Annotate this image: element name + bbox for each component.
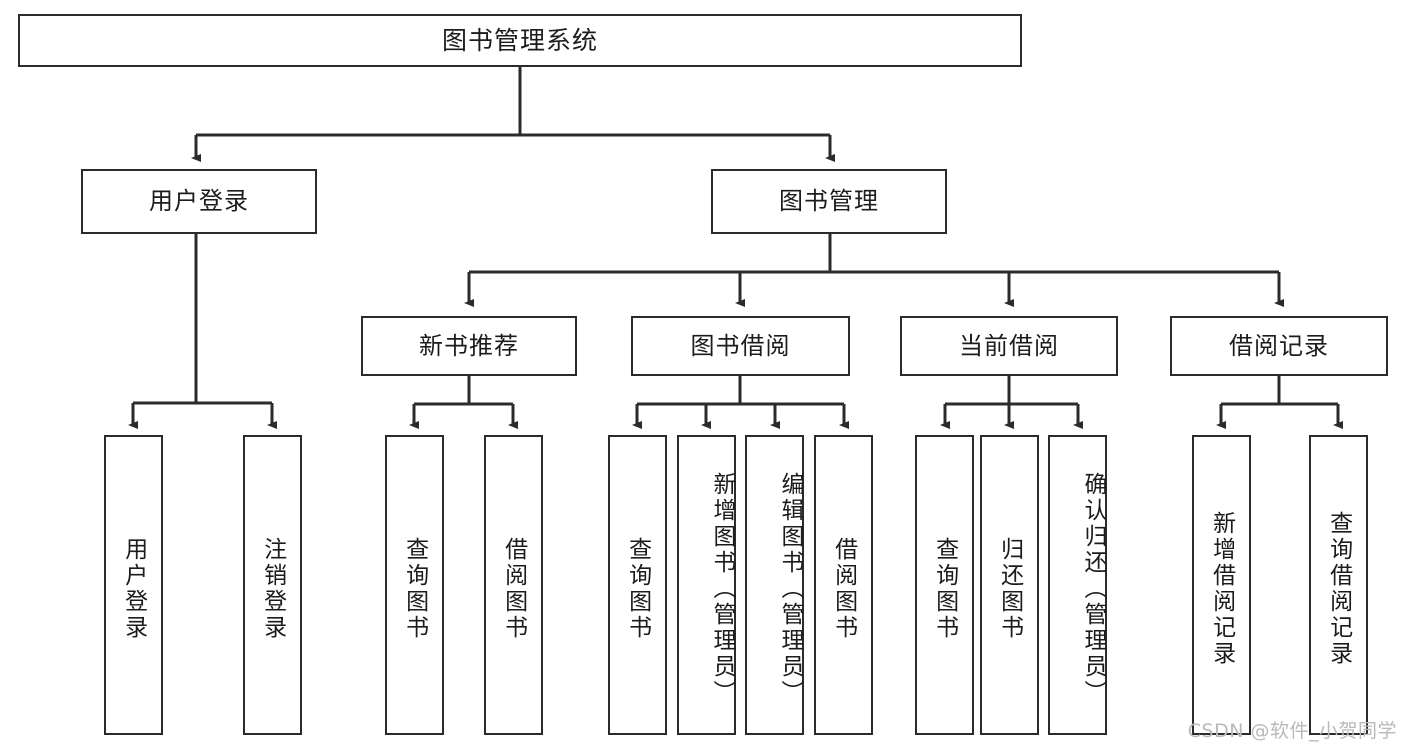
node-current-borrow[interactable]: 当前借阅	[900, 316, 1118, 376]
leaf-borrow-record-query-record[interactable]: 查询借阅记录	[1309, 435, 1368, 735]
node-label: 查询图书	[931, 537, 958, 641]
node-label: 借阅记录	[1229, 331, 1329, 360]
node-label: 当前借阅	[959, 331, 1059, 360]
node-label: 图书借阅	[690, 331, 791, 360]
node-label: 查询图书	[624, 537, 651, 641]
leaf-current-borrow-confirm-return-admin[interactable]: 确认归还（管理员）	[1048, 435, 1107, 735]
node-label: 查询图书	[401, 537, 428, 641]
node-root-book-management-system[interactable]: 图书管理系统	[18, 14, 1022, 67]
leaf-current-borrow-query-book[interactable]: 查询图书	[915, 435, 974, 735]
leaf-user-login-login[interactable]: 用户登录	[104, 435, 163, 735]
leaf-book-borrow-edit-book-admin[interactable]: 编辑图书（管理员）	[745, 435, 804, 735]
node-label: 编辑图书（管理员）	[777, 472, 803, 706]
leaf-book-borrow-add-book-admin[interactable]: 新增图书（管理员）	[677, 435, 736, 735]
node-label: 确认归还（管理员）	[1080, 472, 1106, 706]
node-label: 新增图书（管理员）	[709, 472, 735, 706]
node-label: 借阅图书	[500, 537, 527, 641]
leaf-book-borrow-borrow-book[interactable]: 借阅图书	[814, 435, 873, 735]
node-borrow-record[interactable]: 借阅记录	[1170, 316, 1388, 376]
node-label: 用户登录	[149, 187, 249, 216]
leaf-current-borrow-return-book[interactable]: 归还图书	[980, 435, 1039, 735]
node-new-book-recommend[interactable]: 新书推荐	[361, 316, 577, 376]
leaf-borrow-record-add-record[interactable]: 新增借阅记录	[1192, 435, 1251, 735]
node-label: 借阅图书	[830, 537, 857, 641]
node-book-borrow[interactable]: 图书借阅	[631, 316, 850, 376]
node-label: 用户登录	[120, 537, 147, 641]
node-book-management[interactable]: 图书管理	[711, 169, 947, 234]
node-user-login[interactable]: 用户登录	[81, 169, 317, 234]
csdn-watermark: CSDN @软件_小贺同学	[1187, 720, 1397, 742]
leaf-new-book-query-book[interactable]: 查询图书	[385, 435, 444, 735]
leaf-new-book-borrow-book[interactable]: 借阅图书	[484, 435, 543, 735]
node-label: 图书管理系统	[441, 25, 598, 55]
node-label: 查询借阅记录	[1325, 511, 1352, 667]
node-label: 图书管理	[779, 187, 879, 216]
node-label: 新增借阅记录	[1208, 511, 1235, 667]
leaf-user-login-logout[interactable]: 注销登录	[243, 435, 302, 735]
node-label: 归还图书	[996, 537, 1023, 641]
node-label: 新书推荐	[419, 331, 519, 360]
node-label: 注销登录	[259, 537, 286, 641]
leaf-book-borrow-query-book[interactable]: 查询图书	[608, 435, 667, 735]
